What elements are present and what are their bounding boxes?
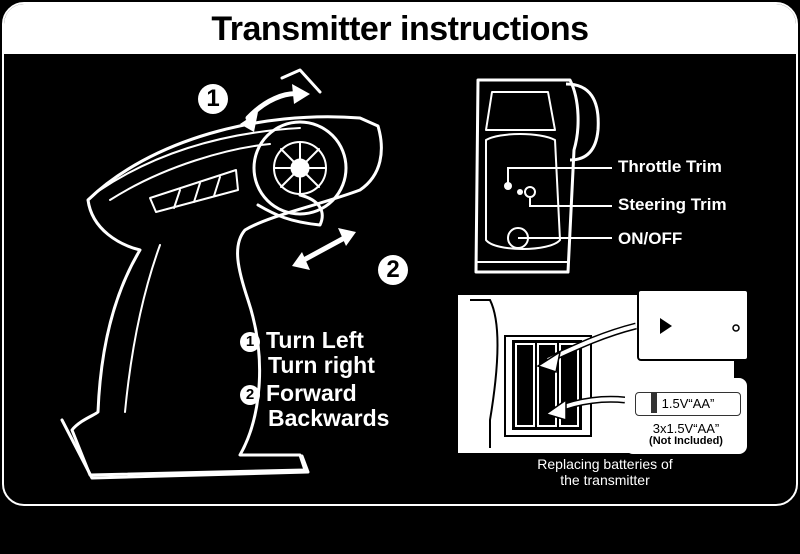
title-bar: Transmitter instructions: [4, 4, 796, 54]
diagram-frame: Transmitter instructions: [2, 2, 798, 506]
legend-forward: Forward: [266, 380, 357, 406]
legend-item-1: 1 Turn Left: [240, 328, 364, 353]
legend-number-1: 1: [240, 332, 260, 352]
battery-count: 3x1.5V“AA”: [652, 421, 720, 436]
steering-wheel: [252, 120, 348, 216]
battery-icon: [651, 393, 657, 413]
trigger: [256, 193, 324, 227]
back-view: [474, 78, 600, 274]
throttle-arrow: [297, 233, 351, 265]
caption-line-1: Replacing batteries of: [537, 456, 673, 472]
battery-caption: Replacing batteries of the transmitter: [480, 456, 730, 488]
on-off-label: ON/OFF: [618, 229, 683, 248]
grille: [149, 169, 239, 213]
legend-item-2: 2 Forward: [240, 381, 357, 406]
steering-trim-dot: [524, 186, 536, 198]
transmitter-body: [70, 115, 383, 477]
steering-trim-label: Steering Trim: [618, 195, 727, 214]
page-title: Transmitter instructions: [211, 9, 589, 48]
aa-battery-label: 1.5V“AA”: [635, 392, 741, 416]
throttle-trim-label: Throttle Trim: [618, 157, 722, 176]
not-included-note: (Not Included): [649, 435, 723, 447]
battery-label-box: 1.5V“AA” 3x1.5V“AA” (Not Included): [625, 378, 747, 454]
legend-backwards: Backwards: [268, 405, 390, 431]
step-2-marker: 2: [378, 255, 408, 285]
legend-number-2: 2: [240, 385, 260, 405]
base-stand: [60, 418, 310, 480]
caption-line-2: the transmitter: [560, 472, 650, 488]
legend-turn-right: Turn right: [268, 352, 375, 378]
battery-cover: [637, 289, 749, 361]
legend-turn-left: Turn Left: [266, 327, 364, 353]
step-1-marker: 1: [198, 84, 228, 114]
